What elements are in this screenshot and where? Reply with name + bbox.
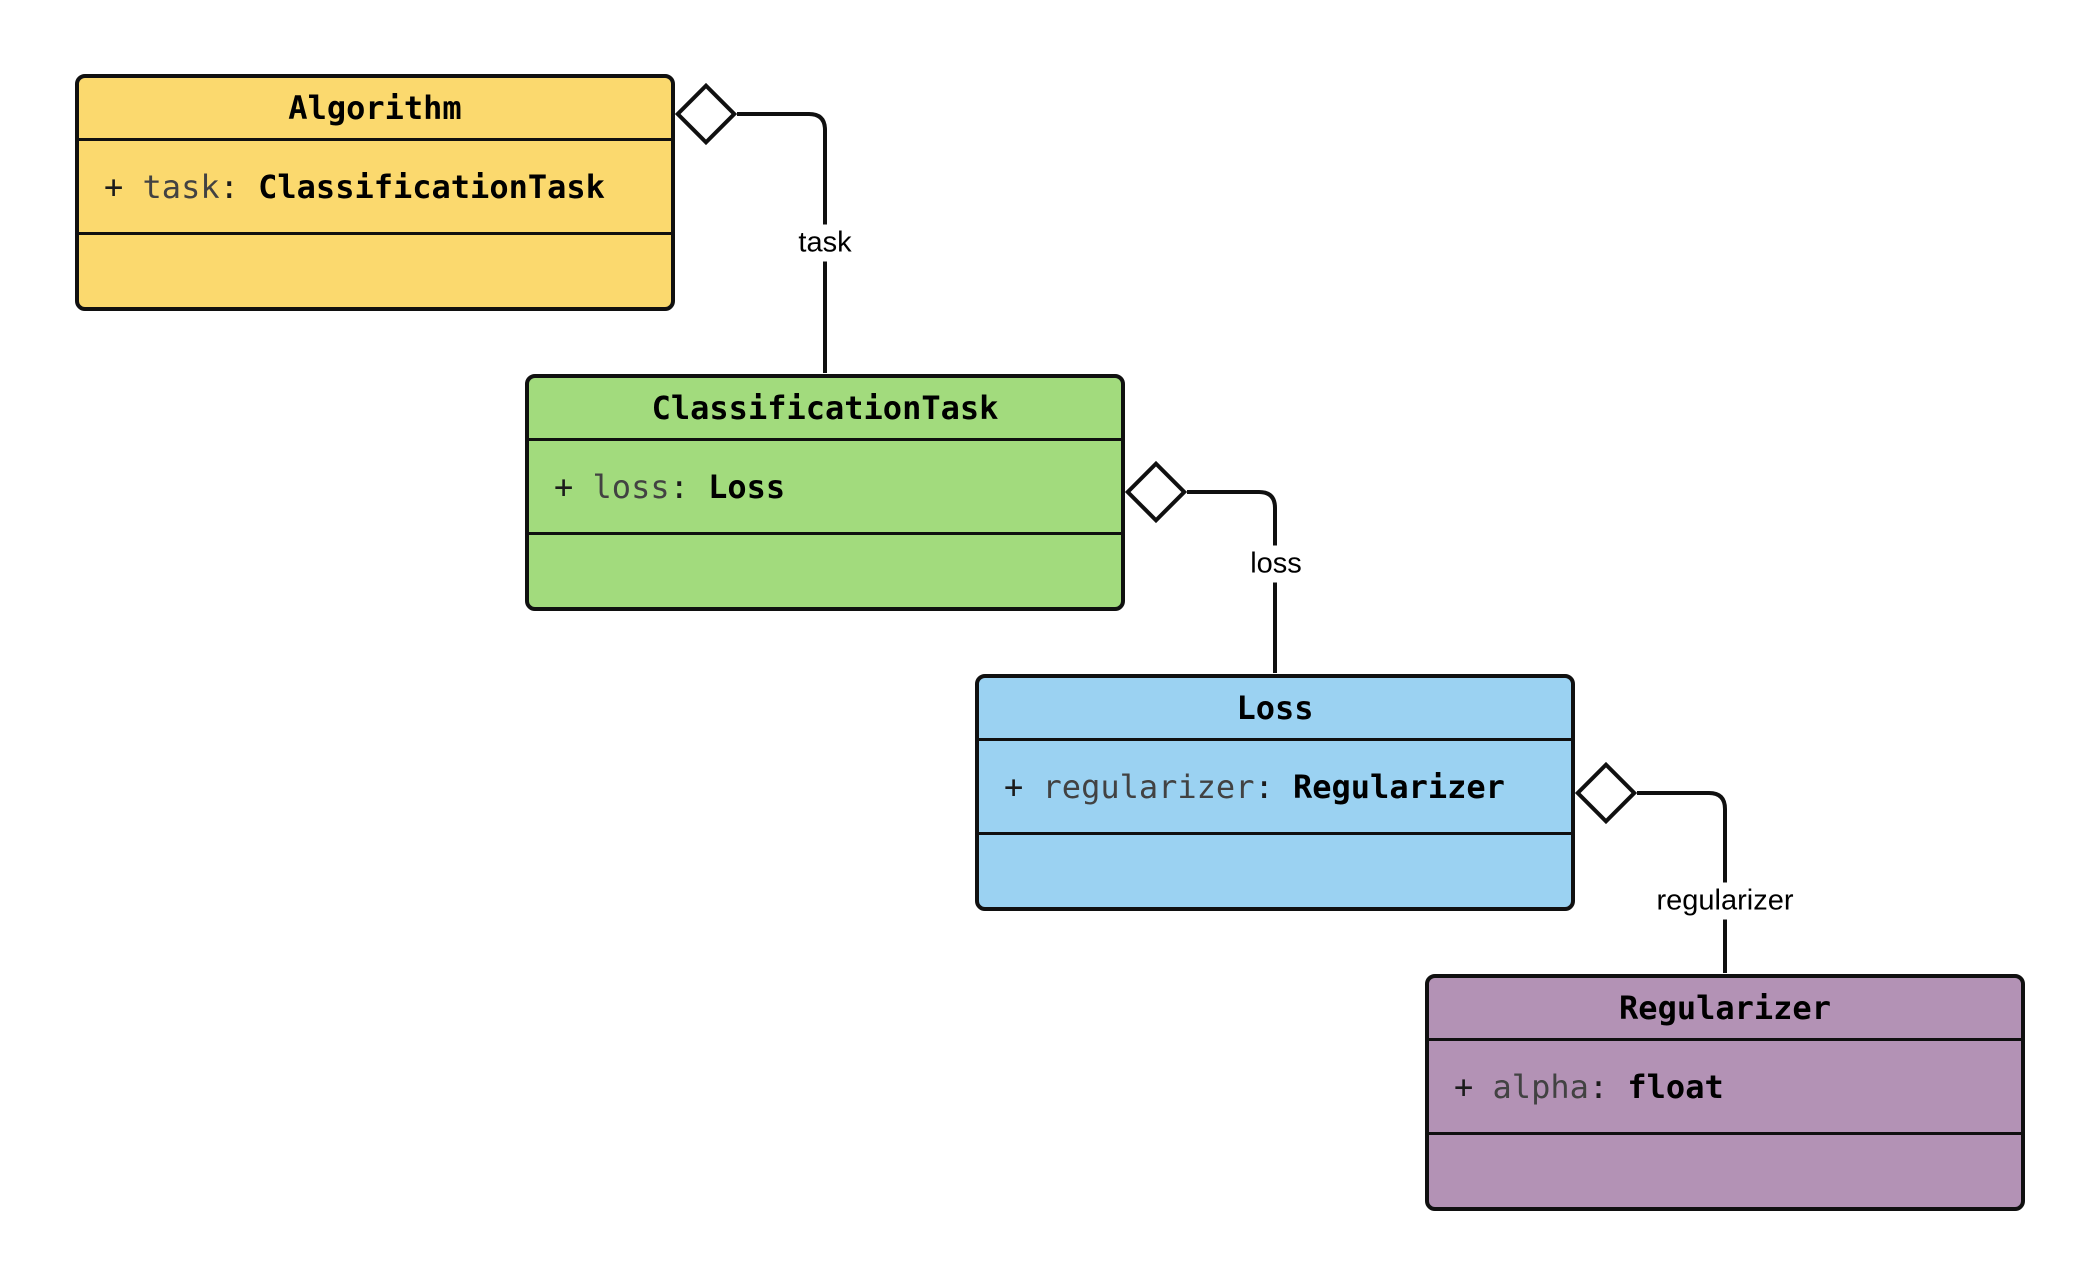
class-title: Algorithm: [79, 78, 671, 141]
attribute-type: float: [1627, 1067, 1724, 1106]
attribute-type: ClassificationTask: [258, 167, 605, 206]
attribute-row: + regularizer: Regularizer: [979, 741, 1571, 835]
attribute-visibility: +: [1454, 1067, 1493, 1106]
attribute-name: regularizer: [1042, 767, 1255, 806]
methods-section-empty: [529, 535, 1121, 607]
relation-line-regularizer: [1637, 791, 1727, 973]
class-title: ClassificationTask: [529, 378, 1121, 441]
class-title: Regularizer: [1429, 978, 2021, 1041]
relation-line-task: [737, 112, 827, 373]
attribute-type: Loss: [708, 467, 786, 506]
attribute-row: + alpha: float: [1429, 1041, 2021, 1135]
methods-section-empty: [79, 235, 671, 307]
class-box-loss: Loss + regularizer: Regularizer: [975, 674, 1575, 911]
relation-label-regularizer: regularizer: [1648, 882, 1802, 920]
attribute-colon: :: [219, 167, 259, 206]
attribute-visibility: +: [554, 467, 593, 506]
class-box-regularizer: Regularizer + alpha: float: [1425, 974, 2025, 1211]
attribute-type: Regularizer: [1292, 767, 1505, 806]
attribute-name: loss: [592, 467, 670, 506]
attribute-colon: :: [1254, 767, 1293, 806]
attribute-colon: :: [669, 467, 709, 506]
attribute-visibility: +: [104, 167, 143, 206]
class-title: Loss: [979, 678, 1571, 741]
class-box-algorithm: Algorithm + task: ClassificationTask: [75, 74, 675, 311]
relation-line-loss: [1187, 490, 1277, 673]
relation-label-loss: loss: [1242, 545, 1310, 583]
class-box-classificationtask: ClassificationTask + loss: Loss: [525, 374, 1125, 611]
attribute-colon: :: [1588, 1067, 1628, 1106]
attribute-row: + loss: Loss: [529, 441, 1121, 535]
relation-label-task: task: [790, 224, 860, 262]
methods-section-empty: [1429, 1135, 2021, 1207]
methods-section-empty: [979, 835, 1571, 907]
attribute-name: task: [142, 167, 220, 206]
attribute-name: alpha: [1492, 1067, 1589, 1106]
attribute-row: + task: ClassificationTask: [79, 141, 671, 235]
attribute-visibility: +: [1004, 767, 1043, 806]
